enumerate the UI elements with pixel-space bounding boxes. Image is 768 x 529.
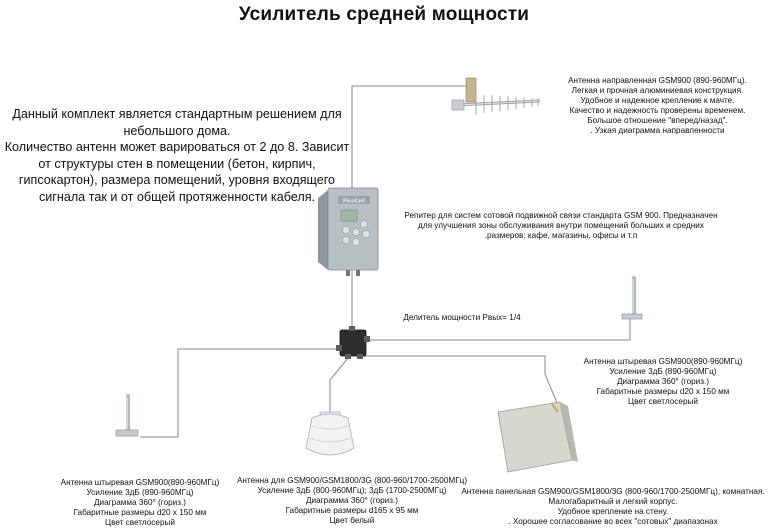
splitter-icon [336,326,370,359]
description-line: Габаритные размеры d165 x 95 мм [285,506,419,516]
description-line: для улучшения зоны обслуживания внутри п… [418,221,704,231]
description-line: Цвет светлосерый [628,397,698,407]
whip-antenna-right-icon [621,276,643,320]
cable-to-whip-left [140,348,338,438]
cable-to-directional-antenna [351,85,470,188]
description-line: Антенна штыревая GSM900(890-960МГц) [583,357,743,366]
repeater-description: Репитер для систем сотовой подвижной свя… [396,211,726,241]
cable-to-whip-right [370,318,631,341]
whip-antenna-left-description: Антенна штыревая GSM900(890-960МГц) Усил… [48,478,232,528]
description-line: Малогабаритный и легкий корпус. [548,497,678,507]
description-line: Диаграмма 360° (гориз.) [93,498,187,508]
description-line: Антенна направленная GSM900 (890-960МГц)… [568,76,747,85]
description-line: Габаритные размеры d20 x 150 мм [73,508,207,518]
splitter-label: Делитель мощности Pвых= 1/4 [403,313,521,322]
ceiling-antenna-icon [305,411,355,456]
whip-antenna-left-icon [115,394,139,437]
repeater-device-icon: PicoCell [318,187,379,276]
intro-text: Данный комплект является стандартным реш… [2,106,352,206]
description-line: Легкая и прочная алюминиевая конструкция… [571,86,744,96]
intro-line: гипсокартон), размера помещений, уровня … [18,173,336,188]
description-line: Удобное крепление на стену. [557,507,669,517]
description-line: Качество и надежность проверены временем… [569,106,746,116]
whip-antenna-right-description: Антенна штыревая GSM900(890-960МГц) Усил… [572,357,754,407]
panel-antenna-icon [497,401,578,473]
description-line: Диаграмма 360° (гориз.) [305,496,399,506]
description-line: Цвет светлосерый [105,518,175,528]
description-line: Антенна панельная GSM900/GSM1800/3G (800… [461,487,765,496]
cables [140,85,631,438]
directional-antenna-description: Антенна направленная GSM900 (890-960МГц)… [550,76,765,137]
description-line: Усиление 3дБ (890-960МГц) [86,488,194,498]
description-line: Большое отношение "вперед/назад". [587,116,728,126]
description-line: . Хорошее согласование во всех "сотовых"… [508,517,718,527]
description-line: Удобное и надежное крепление к мачте. [580,96,735,106]
ceiling-antenna-description: Антенна для GSM900/GSM1800/3G (800-960/1… [228,476,476,526]
cable-to-ceiling-antenna [329,357,349,414]
panel-antenna-description: Антенна панельная GSM900/GSM1800/3G (800… [460,487,766,527]
description-line: Диаграмма 360° (гориз.) [616,377,710,387]
intro-line: Количество антенн может варироваться от … [4,140,350,155]
description-line: Репитер для систем сотовой подвижной свя… [404,211,718,220]
description-line: Цвет белый [329,516,375,526]
description-line: Габаритные размеры d20 x 150 мм [596,387,730,397]
description-line: .размеров: кафе, магазины, офисы и т.п [484,231,638,241]
description-line: Антенна для GSM900/GSM1800/3G (800-960/1… [236,476,468,485]
description-line: . Узкая диаграмма направленности [590,126,725,136]
device-brand-label: PicoCell [343,199,365,205]
description-line: Антенна штыревая GSM900(890-960МГц) [60,478,220,487]
directional-antenna-icon [451,77,541,115]
cable-to-panel-antenna [364,355,561,411]
page-title: Усилитель средней мощности [238,4,530,25]
description-line: Усиление 3дБ (890-960МГц) [609,367,717,377]
intro-line: сигнала так и от общей протяженности каб… [38,189,316,204]
description-line: Усиление 3дБ (800-960МГц); 3дБ (1700-250… [257,486,447,496]
intro-line: Данный комплект является стандартным реш… [12,107,342,121]
intro-line: от структуры стен в помещении (бетон, ки… [38,156,316,171]
intro-line: небольшого дома. [123,123,231,138]
